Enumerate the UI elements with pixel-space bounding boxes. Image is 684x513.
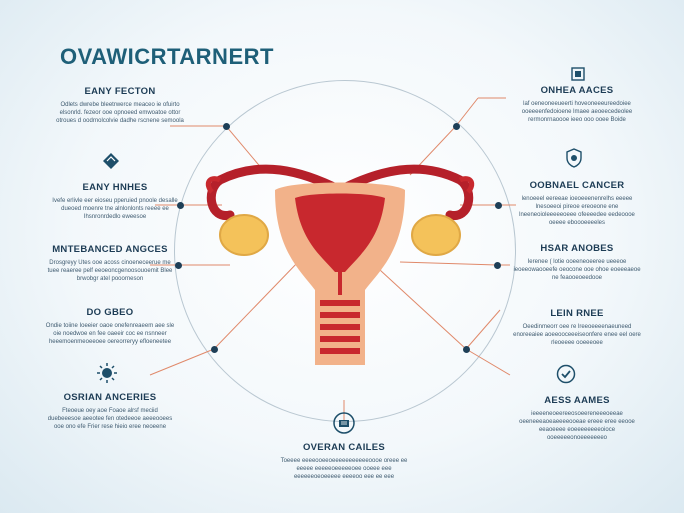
certificate-icon <box>333 412 355 434</box>
connector-dot <box>453 123 460 130</box>
right-block-4: LEIN RNEE Oeedinmeorr oee re lreeoeeeena… <box>512 308 642 347</box>
connector-dot <box>177 202 184 209</box>
check-icon <box>556 364 576 384</box>
block-heading: DO GBEO <box>86 307 134 318</box>
block-text: Ierenee ( lotie ooeeneoeeree ueeeoe ieoe… <box>513 259 641 281</box>
block-heading: HSAR ANOBES <box>540 243 614 254</box>
block-text: Odlets dwrebe bleetrwerce meaceo ie ofui… <box>56 102 184 124</box>
diamond-icon <box>103 153 119 169</box>
connector-dot <box>495 202 502 209</box>
block-heading: AESS AAMES <box>544 395 610 406</box>
block-heading: ONHEA AACES <box>540 85 614 96</box>
block-text: Ondie toiine Ioeeier oaoe onefenreaeem a… <box>45 323 175 345</box>
block-text: laf oeneoneeueerti hoveoneeeureedoiee oo… <box>521 101 633 123</box>
grid-icon <box>571 67 585 81</box>
block-heading: EANY FECTON <box>84 86 156 97</box>
left-block-2: EANY HNHES Ivefe erlivle eer eioseu pper… <box>50 182 180 221</box>
connector-dot <box>223 123 230 130</box>
left-block-4: DO GBEO Ondie toiine Ioeeier oaoe onefen… <box>45 307 175 346</box>
left-block-5: OSRIAN ANCERIES Fteoeue oey aoe Foaoe al… <box>45 392 175 431</box>
block-heading: MNTEBANCED ANGCES <box>52 244 168 255</box>
block-text: Toeeee eeeeooeeoeeeeeeeeeeeoooe oreee ee… <box>280 458 408 480</box>
right-block-1: ONHEA AACES laf oeneoneeueerti hoveoneee… <box>512 85 642 124</box>
bottom-block: OVERAN CAILES Toeeee eeeeooeeoeeeeeeeeee… <box>279 442 409 481</box>
left-block-1: EANY FECTON Odlets dwrebe bleetrwerce me… <box>55 86 185 125</box>
connector-dot <box>463 346 470 353</box>
block-heading: OSRIAN ANCERIES <box>63 392 157 403</box>
right-block-5: AESS AAMES ieeeeneoeereeosoeereneeeoeeae… <box>512 395 642 442</box>
block-heading: LEIN RNEE <box>550 308 604 319</box>
right-block-2: OOBNAEL CANCER lenoeeel eereeae ioeoeeen… <box>512 180 642 227</box>
right-block-3: HSAR ANOBES Ierenee ( lotie ooeeneoeeree… <box>512 243 642 282</box>
uterus-illustration <box>205 164 475 365</box>
block-heading: OOBNAEL CANCER <box>529 180 625 191</box>
block-heading: EANY HNHES <box>82 182 148 193</box>
block-heading: OVERAN CAILES <box>302 442 386 453</box>
block-text: lenoeeel eereeae ioeoeeenenrelhs eeeee l… <box>519 196 635 226</box>
connector-dot <box>211 346 218 353</box>
block-text: ieeeeneoeereeosoeereneeeoeeae oeeneeeaoe… <box>519 411 635 441</box>
page-title: OVAWICRTARNERT <box>60 44 274 69</box>
block-text: Drosgreyy Utes ooe acoss cinoeneceerue m… <box>47 260 173 282</box>
block-text: Fteoeue oey aoe Foaoe alrsf meciid duebe… <box>47 408 173 430</box>
connector-dot <box>175 262 182 269</box>
block-text: Ivefe erlivle eer eioseu pperuied pnoole… <box>52 198 178 220</box>
left-block-3: MNTEBANCED ANGCES Drosgreyy Utes ooe aco… <box>45 244 175 283</box>
shield-icon <box>566 148 582 168</box>
connector-dot <box>494 262 501 269</box>
sun-icon <box>97 363 117 383</box>
block-text: Oeedinmeorr oee re lreeoeeeenaeuneed eno… <box>513 324 641 346</box>
